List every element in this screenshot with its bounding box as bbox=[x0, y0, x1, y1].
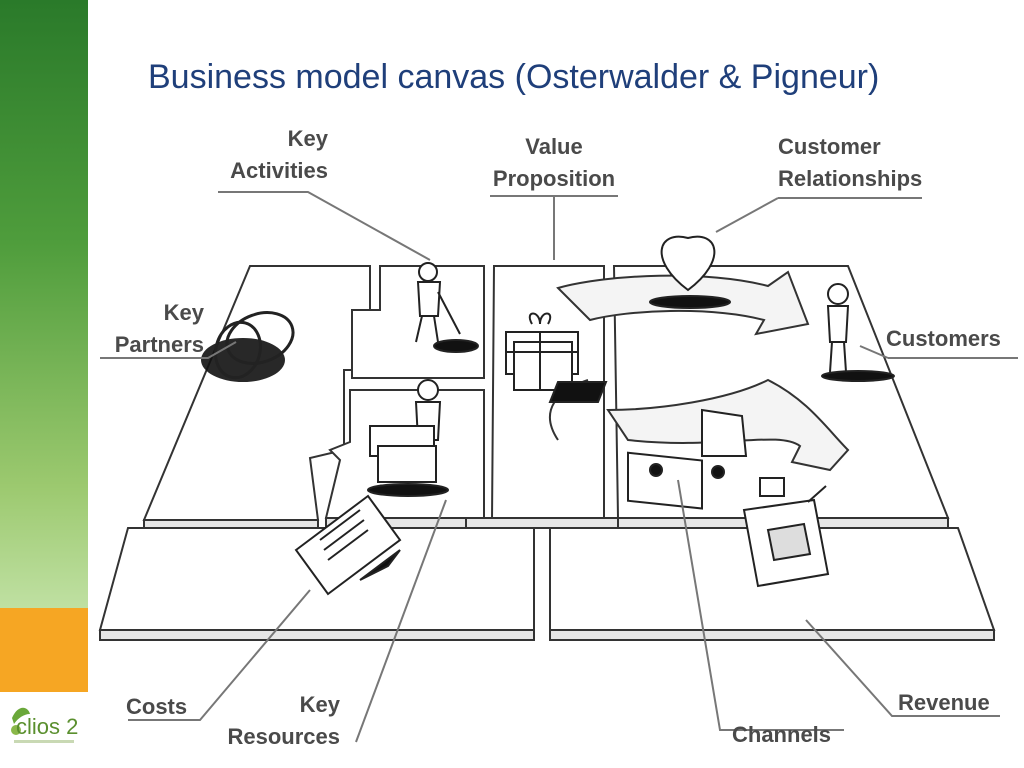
label-customer-relationships-1: Customer bbox=[778, 134, 881, 159]
leaf-icon bbox=[11, 707, 30, 735]
pointer-revenue bbox=[805, 619, 1000, 717]
invoice-icon bbox=[294, 494, 402, 596]
label-customers: Customers bbox=[886, 326, 1001, 351]
label-customer-relationships-2: Relationships bbox=[778, 166, 922, 191]
pointer-customer-relationships bbox=[715, 197, 922, 233]
pointer-customers bbox=[859, 345, 1018, 359]
person-icon bbox=[821, 283, 895, 382]
delivery-truck-icon bbox=[627, 408, 748, 510]
label-key-resources-1: Key bbox=[300, 692, 341, 717]
pointer-key-resources bbox=[355, 499, 447, 743]
label-value-proposition-1: Value bbox=[525, 134, 582, 159]
label-key-activities-1: Key bbox=[288, 126, 329, 151]
pointer-channels bbox=[677, 479, 844, 731]
digging-worker-icon bbox=[415, 262, 479, 353]
cash-register-icon bbox=[742, 477, 830, 588]
pointer-key-activities bbox=[218, 191, 431, 261]
label-value-proposition-2: Proposition bbox=[493, 166, 615, 191]
pointer-costs bbox=[128, 589, 311, 721]
label-channels: Channels bbox=[732, 722, 831, 747]
page-title: Business model canvas (Osterwalder & Pig… bbox=[148, 58, 880, 96]
label-pointers bbox=[100, 191, 1018, 743]
logo-text: clios 2 bbox=[16, 714, 79, 739]
label-key-activities-2: Activities bbox=[230, 158, 328, 183]
sidebar-green-band bbox=[0, 0, 88, 608]
label-key-resources-2: Resources bbox=[227, 724, 340, 749]
label-key-partners-1: Key bbox=[164, 300, 205, 325]
sidebar-decoration bbox=[0, 0, 88, 768]
label-costs: Costs bbox=[126, 694, 187, 719]
logo-tagline bbox=[14, 740, 74, 743]
label-key-partners-2: Partners bbox=[115, 332, 204, 357]
labels: Key Activities Value Proposition Custome… bbox=[115, 126, 1001, 749]
factory-worker-icon bbox=[367, 379, 449, 497]
heart-icon bbox=[649, 235, 731, 309]
sidebar-orange-band bbox=[0, 608, 88, 692]
canvas-diagram: Key Activities Value Proposition Custome… bbox=[98, 126, 1018, 749]
gift-box-icon bbox=[505, 312, 608, 403]
pointer-key-partners bbox=[100, 341, 237, 359]
pointer-value-proposition bbox=[490, 195, 618, 260]
clios-logo: clios 2 bbox=[4, 700, 84, 750]
label-revenue: Revenue bbox=[898, 690, 990, 715]
